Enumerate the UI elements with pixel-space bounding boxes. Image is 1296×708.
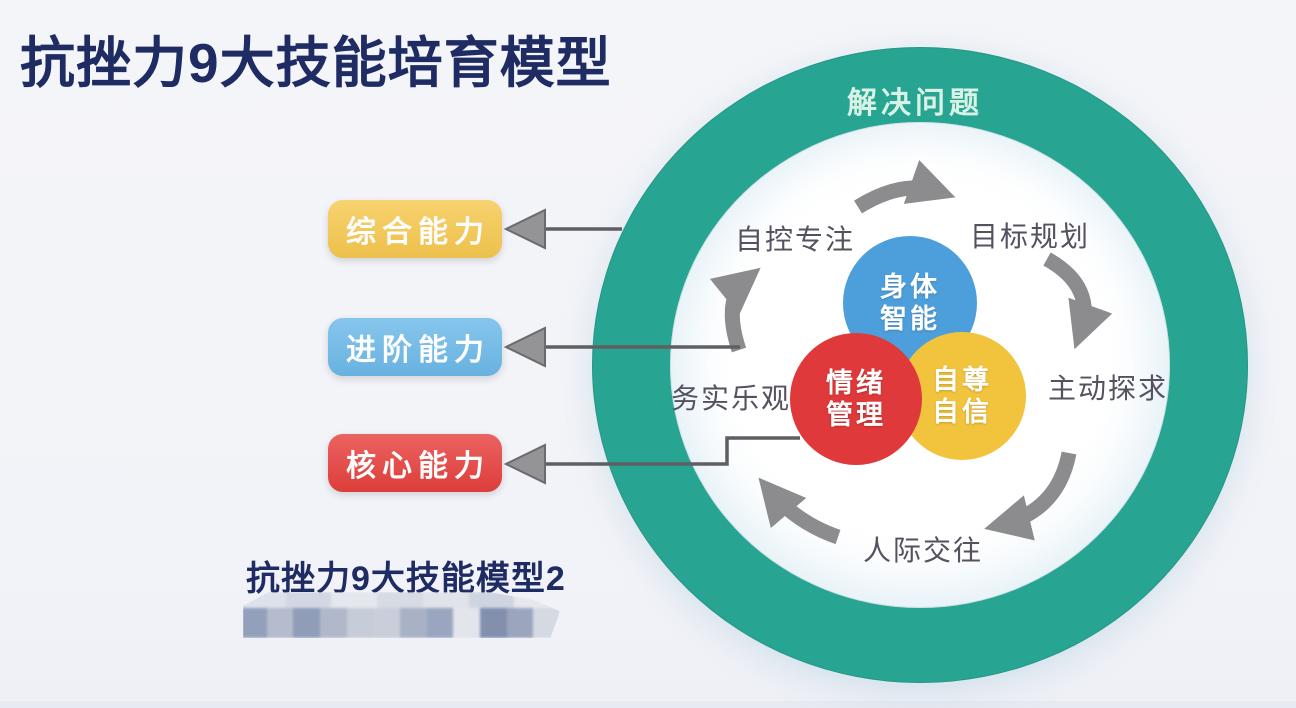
circle-emotion-management-label: 情绪 管理 (826, 367, 886, 430)
circle-self-esteem-confidence: 自尊 自信 (898, 332, 1026, 460)
connector-core-line (545, 436, 800, 466)
caption-text: 抗挫力9大技能模型2 (246, 560, 566, 598)
watermark-block (468, 592, 515, 608)
capability-box-core: 核心能力 (328, 434, 502, 492)
page-title: 抗挫力9大技能培育模型 (20, 32, 612, 94)
cycle-label-self-control-focus: 自控专注 (734, 224, 855, 255)
cycle-label-goal-planning: 目标规划 (969, 221, 1090, 252)
watermark-block (346, 608, 374, 638)
watermark-block (320, 608, 347, 638)
cycle-arrow-right-icon (1043, 252, 1113, 350)
watermark-block (400, 608, 427, 638)
watermark-block (453, 608, 481, 638)
watermark-block (377, 592, 423, 608)
watermark-block (426, 608, 454, 638)
arrowhead-comprehensive-icon (503, 208, 546, 250)
watermark-bottom-row (243, 608, 560, 638)
bottom-edge-strip (0, 701, 1296, 708)
capability-box-core-label: 核心能力 (346, 450, 490, 483)
capability-connectors (545, 227, 800, 466)
cycle-label-active-exploration: 主动探求 (1047, 373, 1168, 404)
watermark-block (373, 608, 401, 638)
ring-label-problem-solving: 解决问题 (847, 87, 983, 120)
cycle-arrows (709, 160, 1113, 545)
watermark-block (293, 608, 321, 638)
watermark-block (422, 592, 469, 608)
cycle-arrow-top-icon (854, 160, 956, 214)
circle-emotion-management: 情绪 管理 (790, 333, 922, 465)
watermark-block (331, 592, 378, 608)
watermark-block (266, 608, 294, 638)
watermark-block (506, 608, 534, 638)
capability-arrowheads (503, 208, 546, 485)
watermark-block (285, 592, 332, 608)
arrowhead-advanced-icon (503, 326, 546, 368)
capability-box-advanced-label: 进阶能力 (346, 334, 490, 367)
watermark-block (243, 608, 267, 638)
cycle-label-interpersonal: 人际交往 (862, 535, 983, 566)
cycle-label-pragmatic-optimism: 务实乐观 (670, 383, 791, 414)
circle-physical-intelligence: 身体 智能 (843, 236, 977, 370)
arrowhead-core-icon (503, 443, 546, 485)
circle-physical-intelligence-label: 身体 智能 (880, 271, 940, 334)
cycle-arrow-left-icon (709, 267, 761, 353)
capability-box-comprehensive: 综合能力 (328, 200, 502, 258)
capability-box-comprehensive-label: 综合能力 (346, 216, 490, 249)
blurred-watermark (243, 592, 560, 638)
capability-box-advanced: 进阶能力 (328, 318, 502, 376)
circle-self-esteem-confidence-label: 自尊 自信 (932, 364, 992, 427)
watermark-block (480, 608, 507, 638)
cycle-arrow-bottom-left-icon (758, 477, 841, 545)
cycle-arrow-bottom-right-icon (984, 451, 1077, 541)
